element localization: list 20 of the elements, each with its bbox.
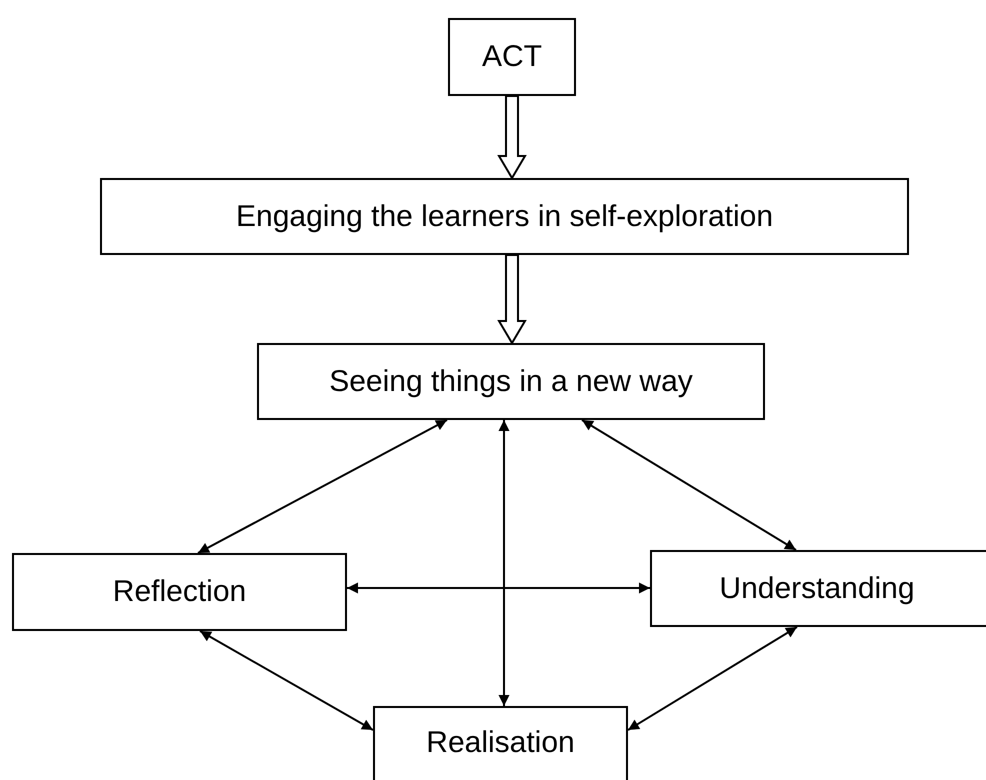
box-label: Understanding [719, 572, 915, 604]
box-label: Engaging the learners in self-exploration [236, 200, 773, 232]
box-label: Seeing things in a new way [329, 364, 693, 398]
double-arrow [198, 419, 448, 554]
double-arrow [347, 582, 650, 594]
double-arrow [498, 420, 510, 706]
process-box [448, 18, 576, 96]
double-arrow [627, 626, 798, 731]
double-arrow [581, 419, 797, 551]
box-label: Reflection [112, 575, 246, 608]
hollow-arrow [497, 95, 527, 180]
box-label: ACT [482, 40, 542, 73]
hollow-arrow [497, 254, 527, 345]
process-box [12, 553, 347, 631]
process-box [257, 343, 765, 420]
double-arrow [200, 630, 374, 731]
box-label: Realisation [426, 726, 575, 759]
process-box [100, 178, 909, 255]
process-box [650, 550, 986, 627]
process-box [373, 706, 628, 780]
